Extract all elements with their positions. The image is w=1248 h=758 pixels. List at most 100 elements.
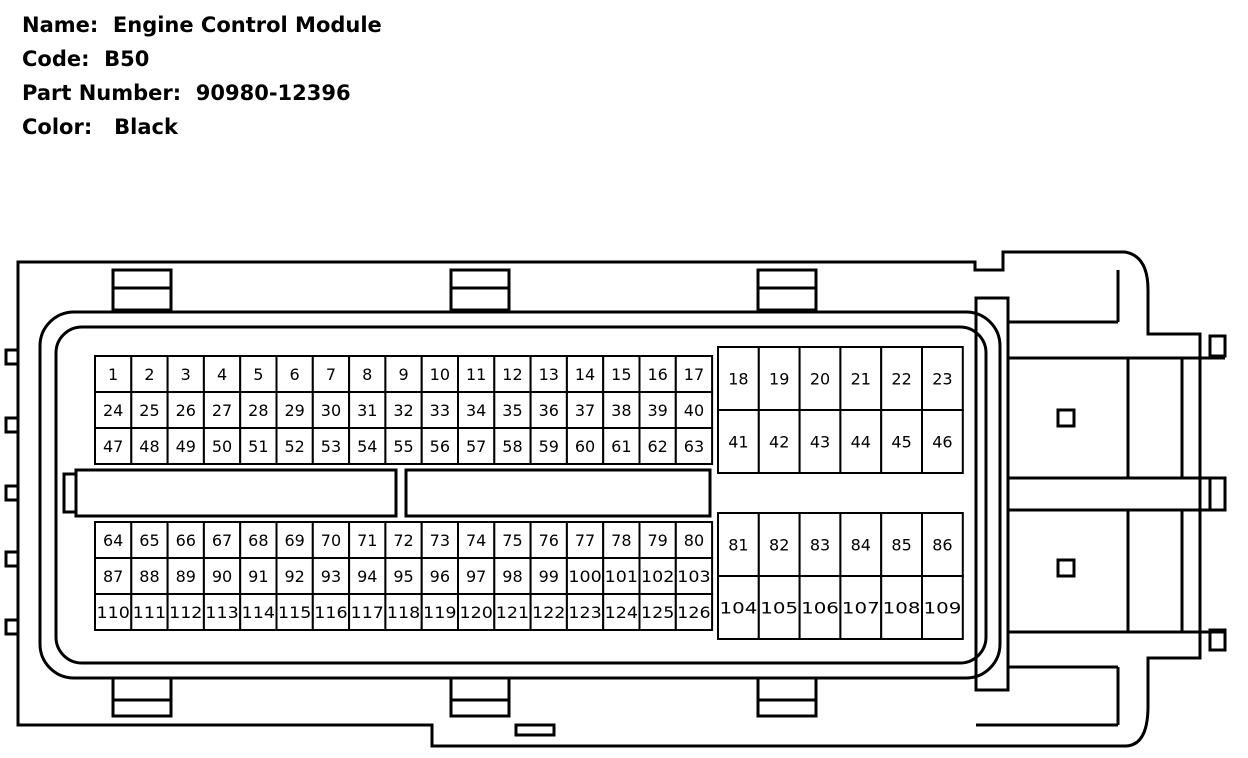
pin-number-15: 15 xyxy=(611,365,631,384)
pin-number-73: 73 xyxy=(430,531,450,550)
pin-number-65: 65 xyxy=(139,531,159,550)
pin-cell xyxy=(798,512,842,577)
pin-number-66: 66 xyxy=(176,531,196,550)
part-number-value: 90980-12396 xyxy=(195,81,351,105)
name-value: Engine Control Module xyxy=(112,13,382,37)
pin-cell xyxy=(921,346,964,411)
pin-number-108: 108 xyxy=(883,599,921,618)
connector-housing xyxy=(4,250,1227,748)
pin-cell xyxy=(166,593,205,631)
pin-number-40: 40 xyxy=(684,401,704,420)
pin-number-18: 18 xyxy=(728,370,748,389)
pin-cell xyxy=(602,557,641,595)
pin-number-84: 84 xyxy=(851,536,871,555)
pin-number-123: 123 xyxy=(568,603,601,622)
pin-cell xyxy=(202,593,242,631)
pin-cell xyxy=(239,427,278,465)
pin-cell xyxy=(880,409,924,474)
code-label: Code: xyxy=(22,47,90,71)
pin-cell xyxy=(565,427,605,465)
pin-cell xyxy=(717,575,760,640)
pin-cell xyxy=(457,427,496,465)
pin-number-80: 80 xyxy=(684,531,704,550)
pin-number-39: 39 xyxy=(647,401,667,420)
pin-cell xyxy=(493,593,532,631)
pin-number-13: 13 xyxy=(539,365,559,384)
pin-number-22: 22 xyxy=(891,370,911,389)
pin-number-58: 58 xyxy=(502,437,522,456)
pin-cell xyxy=(674,557,714,595)
pin-number-2: 2 xyxy=(144,365,154,384)
pin-number-55: 55 xyxy=(393,437,413,456)
pin-number-112: 112 xyxy=(169,603,202,622)
pin-number-87: 87 xyxy=(103,567,123,586)
pin-number-47: 47 xyxy=(103,437,123,456)
pin-cell xyxy=(565,557,605,595)
pin-number-6: 6 xyxy=(290,365,300,384)
pin-number-30: 30 xyxy=(321,401,341,420)
pin-cell xyxy=(798,409,842,474)
pin-cell xyxy=(798,575,842,640)
pin-number-7: 7 xyxy=(326,365,336,384)
pin-cell xyxy=(880,512,924,577)
pin-cell xyxy=(529,593,568,631)
pin-number-63: 63 xyxy=(684,437,704,456)
pin-number-27: 27 xyxy=(212,401,232,420)
connector-info: Name: Engine Control Module Code: B50 Pa… xyxy=(22,8,382,144)
pin-number-57: 57 xyxy=(466,437,486,456)
pin-number-56: 56 xyxy=(430,437,450,456)
pin-number-25: 25 xyxy=(139,401,159,420)
pin-number-83: 83 xyxy=(810,536,830,555)
pin-cell xyxy=(130,521,169,559)
pin-number-9: 9 xyxy=(398,365,408,384)
pin-number-119: 119 xyxy=(423,603,456,622)
pin-number-29: 29 xyxy=(284,401,304,420)
pin-number-4: 4 xyxy=(217,365,227,384)
pin-cell xyxy=(921,575,964,640)
pin-number-17: 17 xyxy=(684,365,704,384)
pin-number-107: 107 xyxy=(842,599,880,618)
pin-number-71: 71 xyxy=(357,531,377,550)
pin-cell xyxy=(94,593,133,631)
pin-number-45: 45 xyxy=(891,433,911,452)
pin-number-59: 59 xyxy=(539,437,559,456)
pin-number-31: 31 xyxy=(357,401,377,420)
color-value: Black xyxy=(114,115,178,139)
pin-number-81: 81 xyxy=(728,536,748,555)
pin-cell xyxy=(602,427,641,465)
pin-number-116: 116 xyxy=(314,603,347,622)
pin-number-99: 99 xyxy=(539,567,559,586)
pin-number-121: 121 xyxy=(496,603,529,622)
pin-number-118: 118 xyxy=(387,603,420,622)
pin-cell xyxy=(717,512,760,577)
pin-cell xyxy=(674,593,714,631)
pin-number-125: 125 xyxy=(641,603,674,622)
pin-number-114: 114 xyxy=(242,603,275,622)
pin-cell xyxy=(457,593,496,631)
pin-number-53: 53 xyxy=(321,437,341,456)
pin-number-115: 115 xyxy=(278,603,311,622)
pin-number-32: 32 xyxy=(393,401,413,420)
pin-number-41: 41 xyxy=(728,433,748,452)
pin-number-120: 120 xyxy=(460,603,493,622)
pin-cell xyxy=(674,391,714,429)
pin-number-96: 96 xyxy=(430,567,450,586)
pin-number-62: 62 xyxy=(647,437,667,456)
pin-number-110: 110 xyxy=(97,603,130,622)
pin-number-122: 122 xyxy=(532,603,565,622)
pin-number-72: 72 xyxy=(393,531,413,550)
pin-number-42: 42 xyxy=(769,433,789,452)
pin-cell xyxy=(457,557,496,595)
pin-number-52: 52 xyxy=(284,437,304,456)
pin-cell xyxy=(529,427,568,465)
pin-number-91: 91 xyxy=(248,567,268,586)
pin-number-51: 51 xyxy=(248,437,268,456)
pin-number-60: 60 xyxy=(575,437,595,456)
part-number-row: Part Number: 90980-12396 xyxy=(22,76,382,110)
pin-number-54: 54 xyxy=(357,437,377,456)
color-label: Color: xyxy=(22,115,93,139)
pin-number-23: 23 xyxy=(932,370,952,389)
pin-cell xyxy=(674,427,714,465)
